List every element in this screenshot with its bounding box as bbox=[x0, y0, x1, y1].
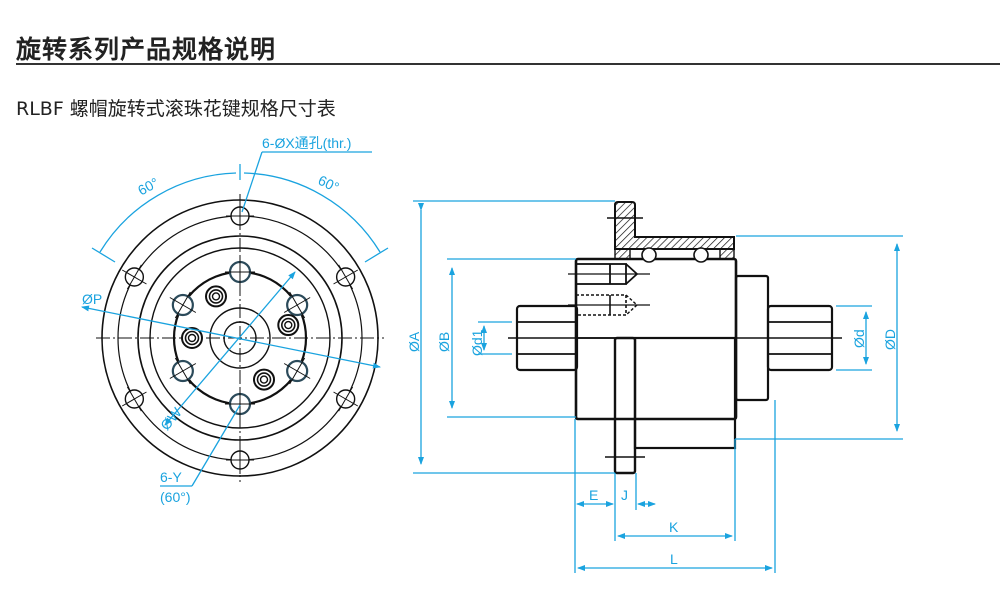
dia-d1-label: Ød1 bbox=[469, 329, 485, 356]
side-view: ØA ØB Ød1 Ød ØD E J K bbox=[406, 200, 903, 573]
tapped-holes-label: 6-Y bbox=[160, 469, 182, 485]
section-title: 旋转系列产品规格说明 bbox=[16, 35, 277, 64]
pcd-w-label: ØW bbox=[157, 404, 185, 433]
bearing-housing bbox=[633, 336, 737, 450]
through-hole-leader bbox=[241, 151, 263, 213]
pcd-p-dimension bbox=[81, 305, 381, 369]
len-k-label: K bbox=[669, 519, 679, 535]
title-divider bbox=[16, 63, 1000, 65]
hole-crosshair bbox=[121, 269, 147, 285]
dia-b-label: ØB bbox=[436, 332, 452, 352]
hole-crosshair bbox=[333, 391, 359, 407]
drawing-subtitle: RLBF 螺帽旋转式滚珠花键规格尺寸表 bbox=[16, 98, 336, 120]
hole-crosshair bbox=[333, 269, 359, 285]
flange-lower bbox=[613, 336, 637, 475]
angle-arc-left bbox=[99, 172, 237, 253]
seal-left bbox=[614, 248, 631, 260]
hole-crosshair bbox=[121, 391, 147, 407]
front-view: 60° 60° 6-ØX通孔(thr.) ØP ØW 6-Y (60°) bbox=[81, 135, 389, 505]
ball-bearing bbox=[693, 247, 709, 263]
dia-a-label: ØA bbox=[406, 331, 422, 352]
through-hole-label: 6-ØX通孔(thr.) bbox=[262, 135, 351, 151]
angle-label-left: 60° bbox=[135, 174, 161, 198]
dia-d-label: Ød bbox=[851, 329, 867, 348]
len-e-label: E bbox=[589, 487, 598, 503]
pcd-p-label: ØP bbox=[82, 291, 102, 307]
angle-arc-right bbox=[243, 172, 381, 253]
ball-bearing bbox=[641, 247, 657, 263]
angle-ext-left bbox=[91, 247, 116, 263]
len-j-label: J bbox=[621, 487, 628, 503]
len-l-label: L bbox=[670, 551, 678, 567]
flange-holes bbox=[121, 202, 359, 474]
flange-section-hatched bbox=[614, 201, 735, 250]
tapped-angle-label: (60°) bbox=[160, 489, 191, 505]
seal-right bbox=[719, 248, 735, 260]
angle-ext-right bbox=[364, 247, 389, 263]
tapped-leader bbox=[191, 404, 241, 487]
dia-D-label: ØD bbox=[882, 329, 898, 350]
pcd-w-dimension bbox=[164, 271, 296, 426]
angle-label-right: 60° bbox=[316, 172, 342, 195]
